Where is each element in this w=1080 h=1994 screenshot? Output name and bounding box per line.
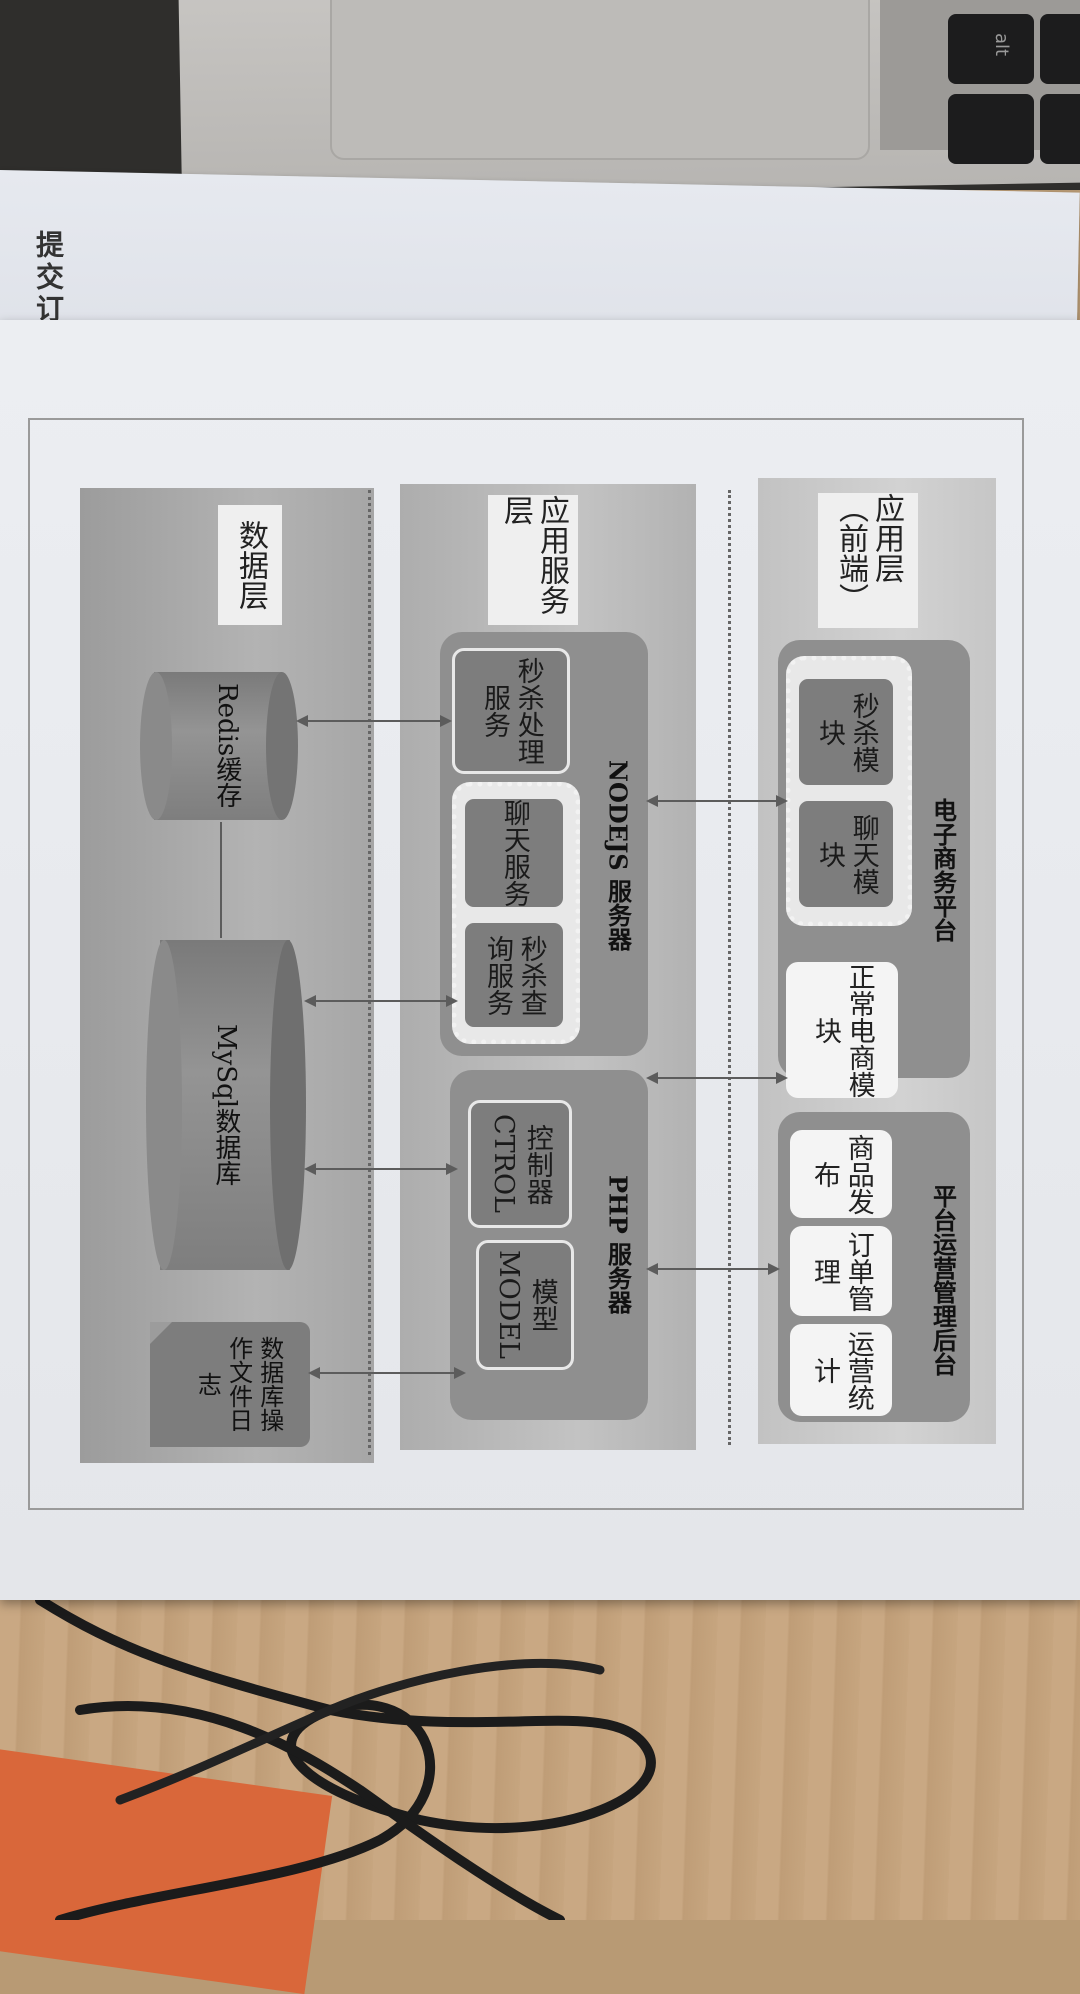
keyboard-key [1040, 14, 1080, 84]
arrow-log-to-model [308, 1367, 466, 1379]
arrow-ops-to-php [646, 1263, 780, 1275]
log-file-fold [150, 1322, 172, 1344]
arrow-redis-to-seckill-processing [296, 715, 452, 727]
service-seckill-processing: 秒杀处理服务 [452, 648, 570, 774]
arrow-mysql-to-seckill-query [304, 995, 458, 1007]
php-model: 模型MODEL [476, 1240, 574, 1370]
module-seckill: 秒杀模块 [796, 676, 896, 788]
service-chat: 聊天服务 [462, 796, 566, 910]
keyboard-key [948, 14, 1034, 84]
arrow-normal-ecommerce-to-php [646, 1072, 788, 1084]
ecommerce-platform-title: 电子商务平台 [928, 798, 958, 942]
black-cable [35, 1595, 656, 1920]
redis-cylinder-bottom [266, 672, 298, 820]
layer-divider [728, 490, 731, 1445]
arrow-mysql-to-controller [304, 1163, 458, 1175]
keyboard-key [948, 94, 1034, 164]
data-layer-label: 数据层 [218, 505, 282, 625]
module-product-publish: 商品发布 [790, 1130, 892, 1218]
app-layer-label: 应用服务层 [488, 495, 578, 625]
db-operation-log-label: 数据库操作文件日志 [193, 1336, 284, 1432]
mysql-cylinder-cap [146, 940, 182, 1270]
diagram-frame [28, 418, 1024, 1510]
service-seckill-query: 秒杀查询服务 [462, 920, 566, 1030]
ops-backend-title: 平台运营管理后台 [928, 1184, 958, 1376]
keyboard-key-label: alt [991, 32, 1013, 57]
front-layer-label: 应用层（前端） [818, 493, 918, 628]
log-file-shape [150, 1322, 310, 1447]
mysql-database-label: MySql数据库 [210, 1023, 241, 1187]
module-ops-statistics: 运营统计 [790, 1324, 892, 1416]
mysql-cylinder-bottom [270, 940, 306, 1270]
arrow-seckill-to-nodejs [646, 795, 788, 807]
redis-cylinder-body [154, 672, 282, 820]
keyboard-key [1040, 94, 1080, 164]
redis-cache-label: Redis缓存 [211, 683, 242, 809]
laptop-trackpad [330, 0, 870, 160]
module-normal-ecommerce: 正常电商模块 [786, 962, 898, 1098]
php-server-title: PHP 服务器 [603, 1175, 633, 1315]
nodejs-server-title: NODEJS 服务器 [603, 759, 633, 951]
module-order-management: 订单管理 [790, 1226, 892, 1316]
php-controller: 控制器CTROL [468, 1100, 572, 1228]
module-chat: 聊天模块 [796, 798, 896, 910]
layer-divider [368, 490, 371, 1455]
arrow-redis-to-mysql [220, 822, 222, 938]
redis-cylinder-cap [140, 672, 172, 820]
